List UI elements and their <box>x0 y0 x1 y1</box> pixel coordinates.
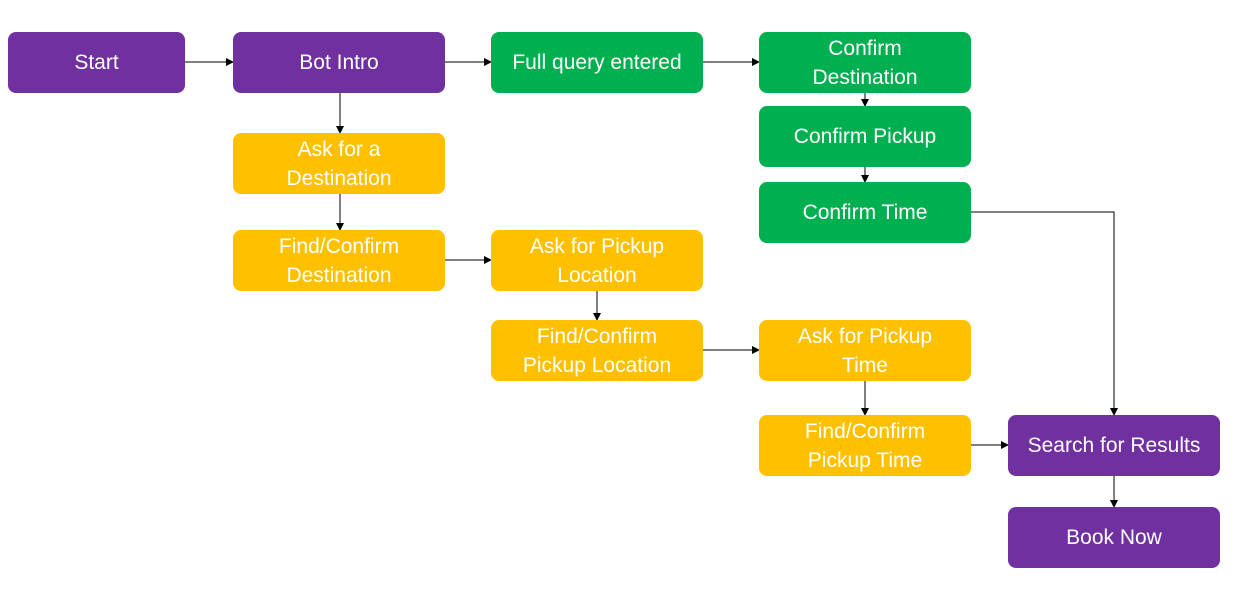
node-bot-intro: Bot Intro <box>233 32 445 93</box>
node-confirm-pickup: Confirm Pickup <box>759 106 971 167</box>
node-ask-for-pickup-location: Ask for Pickup Location <box>491 230 703 291</box>
node-ask-for-destination: Ask for a Destination <box>233 133 445 194</box>
node-book-now: Book Now <box>1008 507 1220 568</box>
node-full-query-entered: Full query entered <box>491 32 703 93</box>
node-confirm-time: Confirm Time <box>759 182 971 243</box>
node-find-confirm-pickup-time: Find/Confirm Pickup Time <box>759 415 971 476</box>
node-search-for-results: Search for Results <box>1008 415 1220 476</box>
node-ask-for-pickup-time: Ask for Pickup Time <box>759 320 971 381</box>
node-start: Start <box>8 32 185 93</box>
node-find-confirm-pickup-location: Find/Confirm Pickup Location <box>491 320 703 381</box>
node-confirm-destination: Confirm Destination <box>759 32 971 93</box>
node-find-confirm-destination: Find/Confirm Destination <box>233 230 445 291</box>
edge-confirm-time-to-search-results <box>971 211 1118 416</box>
